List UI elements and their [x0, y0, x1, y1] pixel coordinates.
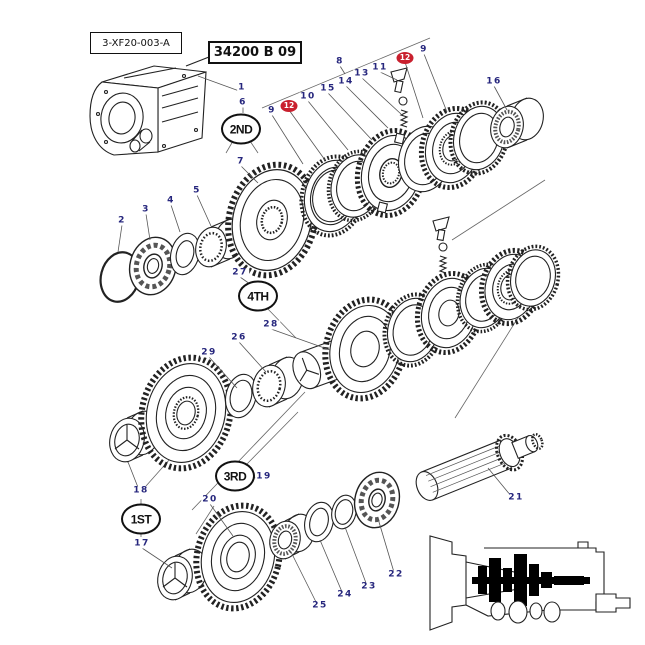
leader-line-9 — [271, 114, 304, 165]
leader-line-9 — [423, 53, 448, 113]
callout-29: 29 — [200, 347, 218, 358]
leader-line-20 — [209, 503, 234, 537]
leader-line-12 — [404, 61, 424, 119]
callout-1: 1 — [237, 82, 247, 93]
gear-label-4th: 4TH — [238, 280, 278, 312]
leader-line-28 — [270, 328, 331, 351]
callout-8: 8 — [335, 56, 345, 67]
callout-17: 17 — [133, 538, 151, 549]
detent-bolt-11 — [390, 67, 409, 128]
callout-11: 11 — [371, 62, 389, 73]
leader-line-23 — [344, 526, 370, 592]
gear-label-3rd: 3RD — [215, 460, 255, 492]
callout-14: 14 — [337, 76, 355, 87]
gearbox-schematic — [429, 535, 631, 631]
leader-line-17 — [141, 547, 173, 569]
leader-line-10 — [307, 100, 349, 151]
part-ring-23 — [331, 494, 357, 530]
callout-16: 16 — [485, 76, 503, 87]
part-gear-7 — [225, 161, 319, 279]
callout-28: 28 — [262, 319, 280, 330]
callout-4: 4 — [166, 195, 176, 206]
leader-line-1 — [197, 75, 243, 93]
gear-label-1st: 1ST — [121, 503, 161, 535]
callout-3: 3 — [141, 204, 151, 215]
leader-line-4 — [170, 204, 181, 233]
part-bearing-3 — [128, 236, 178, 296]
middle-shaft-assembly — [109, 216, 561, 472]
part-gear-28 — [322, 296, 408, 402]
leader-line-12 — [288, 109, 326, 161]
callout-10: 10 — [299, 91, 317, 102]
part-gear-20 — [193, 502, 283, 612]
leader-line-13 — [361, 77, 402, 115]
callout-23: 23 — [360, 581, 378, 592]
part-bearing-22 — [353, 471, 401, 529]
highlighted-parts-silhouette — [472, 554, 590, 606]
callout-highlight-12: 12 — [280, 100, 298, 112]
callout-highlight-12: 12 — [396, 52, 414, 64]
leader-line-3 — [145, 213, 151, 241]
part-coupler-26 — [252, 356, 304, 408]
reference-code-box: 3-XF20-003-A — [90, 32, 182, 54]
callout-5: 5 — [192, 185, 202, 196]
callout-25: 25 — [311, 600, 329, 611]
part-cluster-gear — [138, 354, 234, 472]
detent-bolt-2 — [432, 216, 450, 274]
part-splined-shaft-21 — [415, 433, 544, 501]
leader-line-8 — [339, 65, 346, 75]
leader-line-22 — [378, 521, 397, 580]
callout-15: 15 — [319, 83, 337, 94]
leader-line-14 — [345, 85, 389, 129]
callout-18: 18 — [132, 485, 150, 496]
gear-label-2nd: 2ND — [221, 113, 261, 145]
callout-13: 13 — [353, 68, 371, 79]
gearbox-housing-drawing — [89, 65, 207, 156]
part-washer-24 — [304, 501, 334, 543]
leader-line-7 — [240, 165, 259, 184]
upper-shaft-assembly — [99, 67, 544, 303]
leader-line-16 — [493, 85, 508, 111]
leader-line-2 — [117, 224, 123, 253]
leader-line-15 — [327, 92, 373, 141]
callout-21: 21 — [507, 492, 525, 503]
callout-24: 24 — [336, 589, 354, 600]
callout-9: 9 — [267, 105, 277, 116]
leader-line-25 — [290, 551, 321, 611]
callout-19: 19 — [255, 471, 273, 482]
callout-2: 2 — [117, 215, 127, 226]
part-needle-bearing-16 — [490, 97, 544, 149]
lower-shaft-assembly — [157, 433, 544, 612]
leader-line-5 — [196, 194, 212, 227]
callout-7: 7 — [236, 156, 246, 167]
leader-line-29 — [208, 356, 238, 389]
callout-9: 9 — [419, 44, 429, 55]
callout-6: 6 — [238, 97, 248, 108]
callout-26: 26 — [230, 332, 248, 343]
callout-20: 20 — [201, 494, 219, 505]
callout-22: 22 — [387, 569, 405, 580]
assembly-code-box: 34200 B 09 — [208, 41, 302, 64]
part-ring — [505, 244, 561, 312]
leader-line-26 — [238, 341, 267, 373]
leader-line-24 — [319, 539, 346, 600]
leader-line-11 — [379, 71, 398, 81]
callout-27: 27 — [231, 267, 249, 278]
